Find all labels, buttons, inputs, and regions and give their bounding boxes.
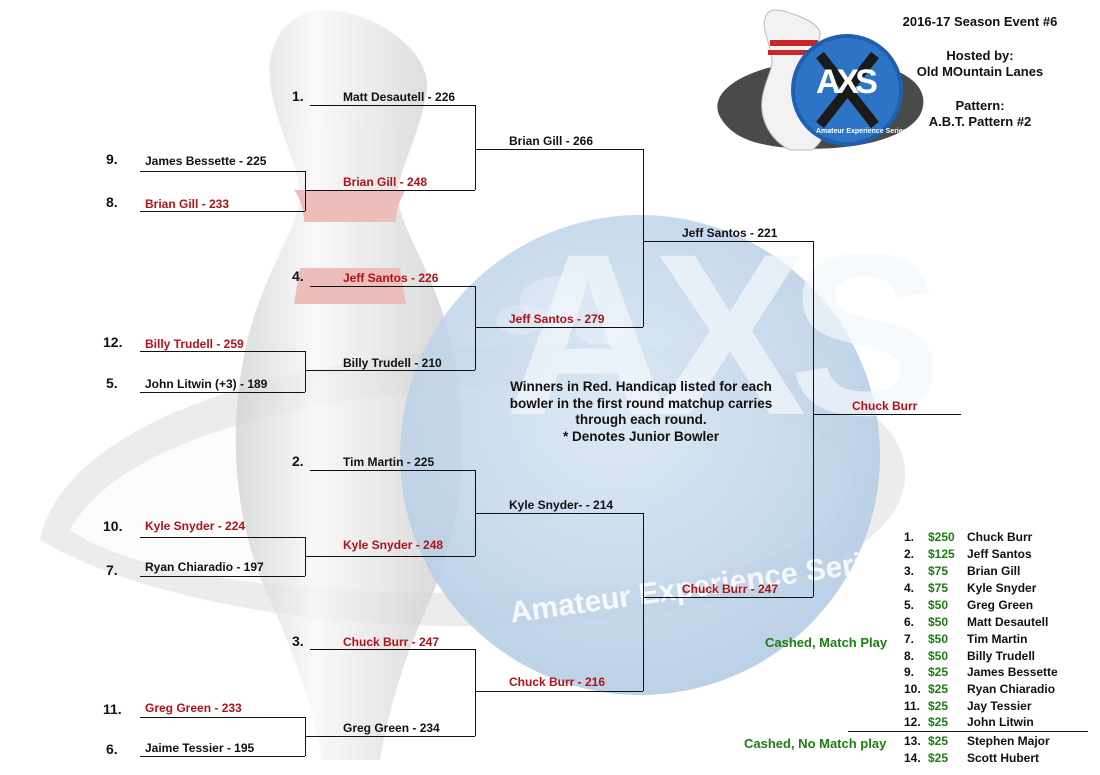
bowler-r2-0: Matt Desautell - 226 xyxy=(343,90,456,104)
bowler-r3-0: Brian Gill - 266 xyxy=(509,134,594,148)
event-title: 2016-17 Season Event #6 xyxy=(902,14,1058,29)
seed-r1-3: 5. xyxy=(106,375,118,391)
watermark-letters: AXS xyxy=(505,206,942,463)
champion-name: Chuck Burr xyxy=(852,399,918,413)
payout-place: 9. xyxy=(904,665,915,679)
bowler-r1-3: John Litwin (+3) - 189 xyxy=(145,377,268,391)
payout-place: 13. xyxy=(904,734,921,748)
bowler-r2-2: Jeff Santos - 226 xyxy=(343,271,439,285)
payout-amount: $25 xyxy=(928,682,949,696)
payout-place: 4. xyxy=(904,581,915,595)
note-line-4: * Denotes Junior Bowler xyxy=(562,428,720,444)
payout-amount: $25 xyxy=(928,699,949,713)
bracket-note: Winners in Red. Handicap listed for each… xyxy=(490,379,792,445)
payout-amount: $75 xyxy=(928,564,949,578)
note-line-2: bowler in the first round matchup carrie… xyxy=(509,395,773,411)
bowler-r2-4: Tim Martin - 225 xyxy=(343,455,435,469)
bowler-r2-6: Chuck Burr - 247 xyxy=(343,635,440,649)
host-name: Old MOuntain Lanes xyxy=(916,64,1044,79)
seed-r1-6: 11. xyxy=(103,701,122,717)
bowler-r3-2: Kyle Snyder- - 214 xyxy=(509,498,614,512)
seed-r1-7: 6. xyxy=(106,741,118,757)
payout-amount: $25 xyxy=(928,751,949,765)
payout-place: 6. xyxy=(904,615,915,629)
payout-amount: $25 xyxy=(928,715,949,729)
payout-place: 3. xyxy=(904,564,915,578)
bowler-r2-7: Greg Green - 234 xyxy=(343,721,440,735)
seed-r2-2: 4. xyxy=(292,268,304,284)
bowler-r1-0: James Bessette - 225 xyxy=(145,154,267,168)
payout-place: 1. xyxy=(904,530,915,544)
bowler-r1-2: Billy Trudell - 259 xyxy=(145,337,244,351)
payout-amount: $25 xyxy=(928,665,949,679)
payout-place: 5. xyxy=(904,598,915,612)
payout-name: James Bessette xyxy=(967,665,1058,679)
payout-amount: $50 xyxy=(928,649,949,663)
logo-small-text: Amateur Experience Series xyxy=(816,128,907,135)
bowler-r1-1: Brian Gill - 233 xyxy=(145,197,230,211)
bowler-r1-4: Kyle Snyder - 224 xyxy=(145,519,246,533)
payout-name: Kyle Snyder xyxy=(967,581,1037,595)
payout-place: 10. xyxy=(904,682,921,696)
payout-amount: $25 xyxy=(928,734,949,748)
payout-name: Greg Green xyxy=(967,598,1034,612)
payout-name: Scott Hubert xyxy=(967,751,1039,765)
payout-place: 14. xyxy=(904,751,921,765)
seed-r1-0: 9. xyxy=(106,151,118,167)
bowler-r2-5: Kyle Snyder - 248 xyxy=(343,538,444,552)
payout-amount: $50 xyxy=(928,598,949,612)
bowler-r1-7: Jaime Tessier - 195 xyxy=(145,741,255,755)
logo-letters: AXS xyxy=(816,63,878,101)
payout-name: Ryan Chiaradio xyxy=(967,682,1056,696)
bowler-r4-0: Jeff Santos - 221 xyxy=(682,226,778,240)
payout-place: 8. xyxy=(904,649,915,663)
note-line-1: Winners in Red. Handicap listed for each xyxy=(510,379,772,394)
seed-r1-5: 7. xyxy=(106,562,118,578)
payout-place: 12. xyxy=(904,715,921,729)
payout-name: Brian Gill xyxy=(967,564,1021,578)
payout-name: John Litwin xyxy=(967,715,1034,729)
pattern-label: Pattern: xyxy=(955,98,1005,113)
bowler-r1-6: Greg Green - 233 xyxy=(145,701,242,715)
bowler-r2-3: Billy Trudell - 210 xyxy=(343,356,442,370)
payout-name: Jeff Santos xyxy=(967,547,1032,561)
seed-r2-6: 3. xyxy=(292,633,304,649)
payout-place: 7. xyxy=(904,632,915,646)
payout-place: 11. xyxy=(904,699,921,713)
payout-name: Chuck Burr xyxy=(967,530,1033,544)
bowler-r1-5: Ryan Chiaradio - 197 xyxy=(145,560,264,574)
payout-name: Jay Tessier xyxy=(967,699,1032,713)
note-line-3: through each round. xyxy=(575,412,707,427)
event-header: 2016-17 Season Event #6 Hosted by: Old M… xyxy=(900,14,1060,130)
payout-amount: $250 xyxy=(928,530,955,544)
bowler-r2-1: Brian Gill - 248 xyxy=(343,175,428,189)
axs-logo xyxy=(717,9,924,151)
pattern-name: A.B.T. Pattern #2 xyxy=(928,114,1032,129)
payout-name: Billy Trudell xyxy=(967,649,1036,663)
bowler-r4-1: Chuck Burr - 247 xyxy=(682,582,779,596)
cashed-match-play-label: Cashed, Match Play xyxy=(765,635,888,650)
payout-amount: $50 xyxy=(928,632,949,646)
seed-r2-0: 1. xyxy=(292,88,304,104)
payout-amount: $75 xyxy=(928,581,949,595)
seed-r1-2: 12. xyxy=(103,334,123,350)
seed-r1-4: 10. xyxy=(103,518,123,534)
payout-place: 2. xyxy=(904,547,915,561)
hosted-label: Hosted by: xyxy=(946,48,1014,63)
bowler-r3-1: Jeff Santos - 279 xyxy=(509,312,605,326)
payout-amount: $50 xyxy=(928,615,949,629)
payout-name: Tim Martin xyxy=(967,632,1028,646)
payout-name: Matt Desautell xyxy=(967,615,1049,629)
payout-name: Stephen Major xyxy=(967,734,1050,748)
cashed-no-match-play-label: Cashed, No Match play xyxy=(744,736,887,751)
payout-amount: $125 xyxy=(928,547,955,561)
seed-r2-4: 2. xyxy=(292,453,304,469)
seed-r1-1: 8. xyxy=(106,194,118,210)
bowler-r3-3: Chuck Burr - 216 xyxy=(509,675,606,689)
